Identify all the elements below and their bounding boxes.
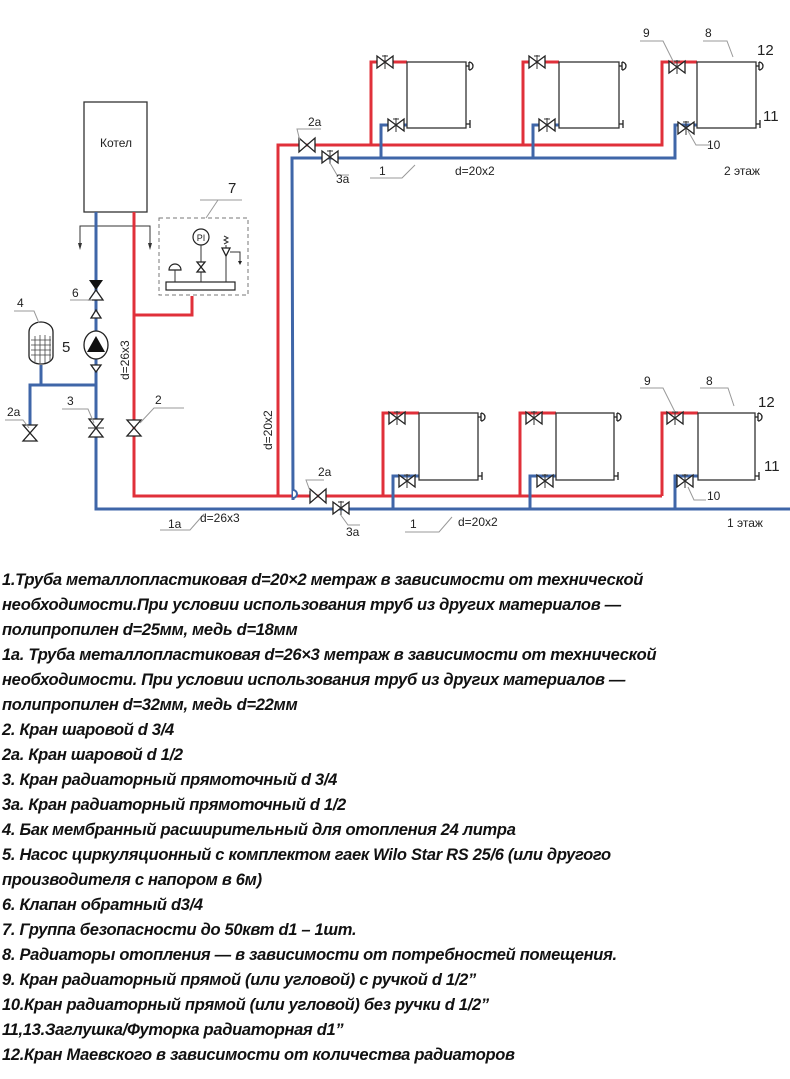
return-riser	[290, 123, 697, 501]
supply-main-pipe	[132, 212, 662, 498]
label-1-floor1: 1	[410, 517, 417, 531]
legend-line: 3. Кран радиаторный прямоточный d 3/4	[2, 771, 338, 789]
gauge-label: PI	[197, 233, 206, 243]
label-9-floor2: 9	[643, 26, 650, 40]
legend-line: 12.Кран Маевского в зависимости от колич…	[2, 1046, 515, 1064]
label-3: 3	[67, 394, 74, 408]
legend-line: 8. Радиаторы отопления — в зависимости о…	[2, 946, 617, 964]
radiator	[697, 412, 756, 481]
radiator	[406, 61, 467, 129]
floor-1-label: 1 этаж	[727, 516, 763, 530]
legend-line: 11,13.Заглушка/Футорка радиаторная d1”	[2, 1021, 344, 1039]
label-8-floor2: 8	[705, 26, 712, 40]
label-2a-floor1: 2a	[318, 465, 332, 479]
legend-line: 2а. Кран шаровой d 1/2	[2, 746, 183, 764]
label-3a-floor1: 3a	[346, 525, 360, 539]
radiator-fittings	[466, 61, 764, 480]
floor-2-label: 2 этаж	[724, 164, 760, 178]
expansion-tank	[28, 321, 54, 365]
label-2: 2	[155, 393, 162, 407]
legend-line: 7. Группа безопасности до 50квт d1 – 1шт…	[2, 921, 357, 939]
label-d26-vertical: d=26x3	[118, 340, 132, 380]
legend-line: 10.Кран радиаторный прямой (или угловой)…	[2, 996, 489, 1014]
legend-line: полипропилен d=25мм, медь d=18мм	[2, 621, 298, 639]
check-valve	[87, 280, 105, 319]
label-2a-left: 2a	[7, 405, 21, 419]
label-d20-floor2: d=20x2	[455, 164, 495, 178]
boiler: Котел	[83, 101, 148, 213]
radiator	[555, 412, 615, 481]
legend-line: производителя с напором в 6м)	[2, 871, 262, 889]
label-8-floor1: 8	[706, 374, 713, 388]
legend-line: 5. Насос циркуляционный с комплектом гае…	[2, 846, 611, 864]
legend-line: 1а. Труба металлопластиковая d=26×3 метр…	[2, 646, 657, 664]
label-6: 6	[72, 286, 79, 300]
label-d26: d=26x3	[200, 511, 240, 525]
label-12-floor1: 12	[758, 394, 775, 411]
leader-lines	[5, 40, 735, 533]
label-7: 7	[228, 180, 236, 197]
radiator	[558, 61, 620, 129]
label-d20-floor1: d=20x2	[458, 515, 498, 529]
label-11-floor1: 11	[764, 458, 780, 475]
legend-line: 6. Клапан обратный d3/4	[2, 896, 203, 914]
boiler-label: Котел	[100, 136, 132, 150]
legend-line: 9. Кран радиаторный прямой (или угловой)…	[2, 971, 476, 989]
legend-line: 1.Труба металлопластиковая d=20×2 метраж…	[2, 571, 644, 589]
label-10-floor1: 10	[707, 489, 721, 503]
label-11-floor2: 11	[763, 108, 779, 125]
label-1-floor2: 1	[379, 164, 386, 178]
label-12-floor2: 12	[757, 42, 774, 59]
safety-group: PI	[158, 217, 249, 296]
legend-line: необходимости.При условии использования …	[2, 596, 621, 614]
expansion-branch-pipe	[28, 383, 96, 430]
label-9-floor1: 9	[644, 374, 651, 388]
legend-line: полипропилен d=32мм, медь d=22мм	[2, 696, 298, 714]
legend-line: необходимости. При условии использования…	[2, 671, 626, 689]
radiators-floor-2	[406, 61, 757, 129]
radiators-floor-1	[418, 412, 756, 481]
circulation-pump	[83, 330, 109, 374]
legend-line: 3а. Кран радиаторный прямоточный d 1/2	[2, 796, 346, 814]
label-d20-vertical: d=20x2	[261, 410, 275, 450]
label-4: 4	[17, 296, 24, 310]
radiator	[418, 412, 479, 481]
safety-group-pipe	[134, 296, 194, 317]
drain-arrows	[78, 225, 152, 250]
radiator	[696, 61, 757, 129]
legend-line: 2. Кран шаровой d 3/4	[2, 721, 174, 739]
legend: 1.Труба металлопластиковая d=20×2 метраж…	[2, 568, 788, 1068]
supply-riser	[276, 60, 697, 496]
label-10-floor2: 10	[707, 138, 721, 152]
heating-scheme-diagram: Котел	[5, 26, 790, 539]
label-3a-floor2: 3a	[336, 172, 350, 186]
label-2a-floor2: 2a	[308, 115, 322, 129]
legend-line: 4. Бак мембранный расширительный для ото…	[2, 821, 516, 839]
label-5: 5	[62, 339, 70, 356]
ball-valves	[22, 137, 350, 516]
label-1a: 1a	[168, 517, 182, 531]
